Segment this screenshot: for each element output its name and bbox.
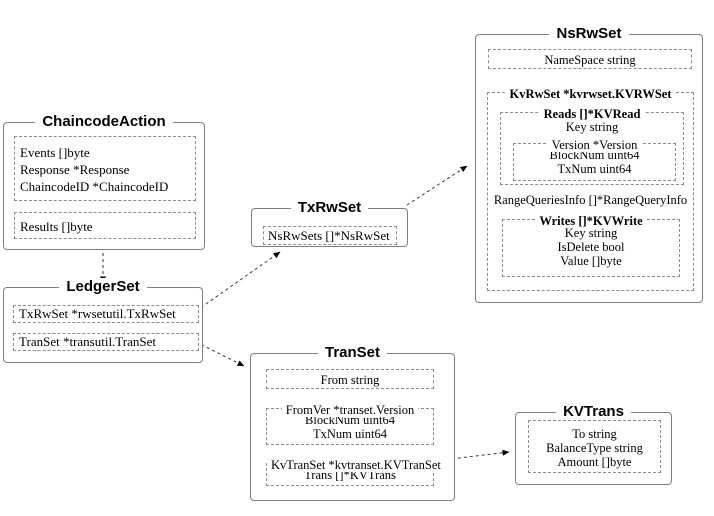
ledger-set-transet-field-box: TranSet *transutil.TranSet — [13, 333, 199, 351]
kvrwset-reads-box: Reads []*KVRead Key string Version *Vers… — [500, 107, 684, 185]
field-namespace: NameSpace string — [544, 53, 636, 67]
nsrwset-kvrwset-group: KvRwSet *kvrwset.KVRWSet Reads []*KVRead… — [487, 87, 694, 291]
field-value: Value []byte — [560, 254, 622, 268]
header-text: Reads []*KVRead — [539, 107, 645, 121]
field-balancetype: BalanceType string — [546, 441, 643, 455]
transet-fromver-box: FromVer *transet.Version BlockNum uint64… — [266, 403, 434, 445]
edge-ledgerset-to-transet — [195, 341, 245, 367]
field-chaincodeid: ChaincodeID *ChaincodeID — [20, 179, 169, 194]
title-text: TranSet — [317, 344, 388, 361]
field-rangequeriesinfo: RangeQueriesInfo []*RangeQueryInfo — [493, 193, 688, 207]
field-isdelete: IsDelete bool — [557, 240, 625, 254]
reads-version-box: Version *Version BlockNum uint64 TxNum u… — [513, 138, 676, 181]
txrwset-nsrwsets-field-box: NsRwSets []*NsRwSet — [263, 226, 397, 245]
title-text: LedgerSet — [59, 278, 147, 295]
title-text: KVTrans — [556, 403, 631, 420]
field-events: Events []byte — [20, 145, 90, 160]
field-key: Key string — [564, 226, 618, 240]
kvrwset-header: KvRwSet *kvrwset.KVRWSet — [488, 85, 693, 103]
kvtrans-fields-box: To string BalanceType string Amount []by… — [528, 420, 661, 473]
field-txnum: TxNum uint64 — [557, 162, 632, 176]
field-results: Results []byte — [20, 219, 93, 234]
chaincode-action-fields-group: Events []byte Response *Response Chainco… — [14, 136, 196, 201]
transet-kvtranset-box: KvTranSet *kvtranset.KVTranSet Trans []*… — [266, 458, 445, 486]
ledger-set-txrwset-field-box: TxRwSet *rwsetutil.TxRwSet — [13, 305, 199, 323]
field-txrwset: TxRwSet *rwsetutil.TxRwSet — [19, 306, 176, 321]
title-text: NsRwSet — [549, 25, 629, 42]
box-ledger-set: LedgerSet TxRwSet *rwsetutil.TxRwSet Tra… — [3, 278, 203, 363]
field-blocknum: BlockNum uint64 — [305, 413, 395, 427]
box-chaincode-action-title: ChaincodeAction — [4, 113, 204, 131]
chaincode-action-results-group: Results []byte — [14, 212, 196, 239]
field-key: Key string — [565, 120, 619, 134]
box-kvtrans-title: KVTrans — [516, 403, 671, 421]
field-trans: Trans []*KVTrans — [304, 468, 396, 482]
box-chaincode-action: ChaincodeAction Events []byte Response *… — [3, 113, 205, 250]
field-nsrwsets: NsRwSets []*NsRwSet — [268, 228, 390, 243]
box-nsrwset: NsRwSet NameSpace string KvRwSet *kvrwse… — [475, 25, 703, 303]
edge-txrwset-to-nsrwset — [406, 165, 468, 206]
field-from: From string — [320, 373, 380, 387]
box-kvtrans: KVTrans To string BalanceType string Amo… — [515, 403, 672, 485]
transet-from-box: From string — [266, 369, 434, 389]
box-transet-title: TranSet — [251, 344, 454, 362]
box-transet: TranSet From string FromVer *transet.Ver… — [250, 344, 455, 501]
title-text: TxRwSet — [290, 199, 369, 216]
nsrwset-namespace-box: NameSpace string — [488, 49, 692, 69]
header-text: KvRwSet *kvrwset.KVRWSet — [505, 87, 676, 101]
box-nsrwset-title: NsRwSet — [476, 25, 702, 43]
edge-ledgerset-to-txrwset — [195, 251, 281, 312]
field-response: Response *Response — [20, 162, 130, 177]
field-to: To string — [572, 427, 617, 441]
title-text: ChaincodeAction — [35, 113, 173, 130]
box-ledger-set-title: LedgerSet — [4, 278, 202, 296]
kvrwset-writes-box: Writes []*KVWrite Key string IsDelete bo… — [502, 214, 680, 277]
field-txnum: TxNum uint64 — [313, 427, 387, 441]
field-blocknum: BlockNum uint64 — [549, 148, 640, 162]
box-txrwset: TxRwSet NsRwSets []*NsRwSet — [251, 199, 408, 247]
box-txrwset-title: TxRwSet — [252, 199, 407, 217]
field-amount: Amount []byte — [557, 455, 632, 469]
field-transet: TranSet *transutil.TranSet — [19, 334, 156, 349]
